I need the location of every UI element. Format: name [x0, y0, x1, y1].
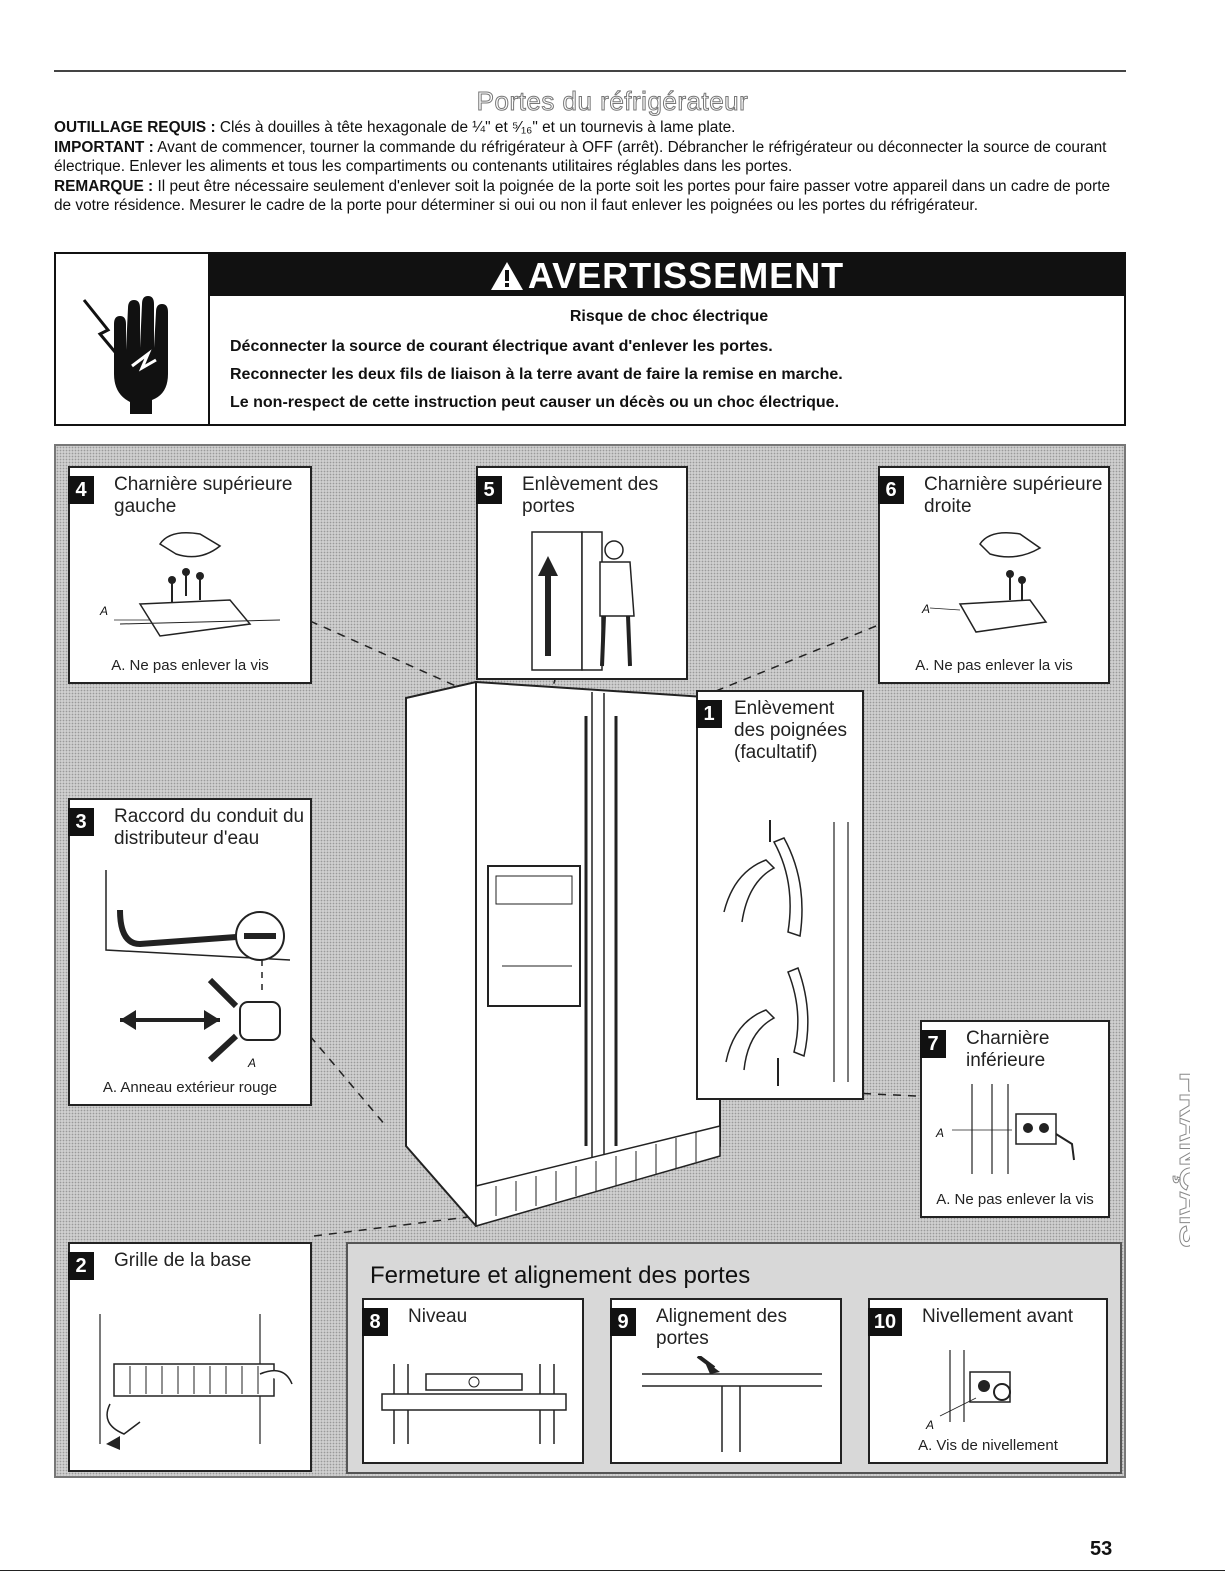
- step-title: Alignement des portes: [656, 1306, 787, 1349]
- step-number: 9: [610, 1308, 636, 1336]
- level-figure: [381, 1364, 567, 1444]
- step-5-panel: 5 Enlèvement des portes: [476, 466, 688, 680]
- step-7-panel: 7 Charnière inférieure A A. Ne pas enlev…: [920, 1020, 1110, 1218]
- bottom-rule: [0, 1570, 1225, 1571]
- step-title: Nivellement avant: [922, 1306, 1074, 1327]
- step-caption: A. Ne pas enlever la vis: [111, 657, 269, 674]
- step-number: 8: [362, 1308, 388, 1336]
- diagram-area: 4 Charnière supérieure gauche A A. Ne pa…: [54, 444, 1126, 1478]
- warning-box: AVERTISSEMENT Risque de choc électrique …: [54, 252, 1126, 426]
- language-tab-text: FRANÇAIS: [1172, 1072, 1190, 1248]
- section-title: Fermeture et alignement des portes: [370, 1262, 751, 1289]
- step-2-panel: 2 Grille de la base: [68, 1242, 312, 1472]
- step-title: Charnière supérieure gauche: [114, 474, 293, 517]
- step-9-panel: 9 Alignement des portes: [610, 1298, 842, 1464]
- warning-line: Le non-respect de cette instruction peut…: [230, 394, 840, 411]
- step-3-panel: 3 Raccord du conduit du distributeur d'e…: [68, 798, 312, 1106]
- step-number: 2: [68, 1252, 94, 1280]
- step-number: 5: [476, 476, 502, 504]
- warning-body: Risque de choc électrique Déconnecter la…: [230, 308, 1108, 422]
- step-number: 10: [868, 1308, 902, 1336]
- step-title: Niveau: [408, 1306, 468, 1327]
- bottom-hinge-figure: [952, 1084, 1075, 1174]
- step-title: Charnière inférieure: [966, 1028, 1050, 1071]
- step-caption: A. Ne pas enlever la vis: [936, 1191, 1094, 1208]
- label-a: A: [248, 1056, 257, 1070]
- label-a: A: [922, 602, 931, 616]
- tools-text: Clés à douilles à tête hexagonale de ¼" …: [219, 119, 736, 136]
- step-caption: A. Ne pas enlever la vis: [915, 657, 1073, 674]
- warning-header: AVERTISSEMENT: [210, 254, 1124, 296]
- important-label: IMPORTANT :: [54, 138, 154, 156]
- warning-icon-cell: [56, 254, 210, 424]
- language-tab-svg: FRANÇAIS: [1172, 1072, 1211, 1249]
- step-number: 6: [878, 476, 904, 504]
- warning-line: Reconnecter les deux fils de liaison à l…: [230, 366, 843, 383]
- warning-line: Déconnecter la source de courant électri…: [230, 338, 773, 355]
- step-number: 7: [920, 1030, 946, 1058]
- step-number: 3: [68, 808, 94, 836]
- base-grille-figure: [99, 1314, 293, 1450]
- step-8-panel: 8 Niveau: [362, 1298, 584, 1464]
- left-top-hinge-figure: [114, 532, 281, 637]
- important-text: Avant de commencer, tourner la commande …: [54, 138, 1107, 176]
- warning-risk: Risque de choc électrique: [569, 308, 769, 325]
- step-title: Charnière supérieure droite: [924, 474, 1103, 517]
- step-number: 4: [68, 476, 94, 504]
- language-side-tab: FRANÇAIS: [1150, 1072, 1211, 1352]
- handle-removal-figure: [723, 820, 849, 1086]
- warning-heading: AVERTISSEMENT: [527, 255, 845, 296]
- tools-label: OUTILLAGE REQUIS :: [54, 119, 216, 136]
- page-number: 53: [1090, 1538, 1113, 1560]
- step-title: Raccord du conduit du distributeur d'eau: [114, 806, 305, 849]
- refrigerator-illustration: [309, 620, 917, 1237]
- page-title: Portes du réfrigérateur: [476, 86, 749, 117]
- electric-shock-hand-icon: [82, 296, 168, 414]
- door-removal-figure: [531, 531, 635, 671]
- step-4-panel: 4 Charnière supérieure gauche A A. Ne pa…: [68, 466, 312, 684]
- front-leveling-figure: [939, 1350, 1011, 1422]
- note-label: REMARQUE :: [54, 177, 154, 195]
- closing-section-panel: Fermeture et alignement des portes 8 Niv…: [346, 1242, 1122, 1474]
- intro-text: OUTILLAGE REQUIS : Clés à douilles à têt…: [54, 118, 1126, 216]
- door-alignment-figure: [642, 1356, 822, 1452]
- label-a: A: [936, 1126, 945, 1140]
- label-a: A: [100, 604, 109, 618]
- note-text: Il peut être nécessaire seulement d'enle…: [54, 177, 1111, 215]
- step-caption: A. Anneau extérieur rouge: [102, 1079, 278, 1096]
- step-6-panel: 6 Charnière supérieure droite A A. Ne pa…: [878, 466, 1110, 684]
- top-rule: [54, 70, 1126, 72]
- right-top-hinge-figure: [929, 532, 1048, 633]
- step-number: 1: [696, 700, 722, 728]
- warning-triangle-icon: [490, 262, 523, 290]
- step-title: Grille de la base: [114, 1250, 252, 1271]
- label-a: A: [926, 1418, 935, 1432]
- step-caption: A. Vis de nivellement: [918, 1437, 1058, 1454]
- step-title: Enlèvement des poignées (facultatif): [734, 698, 848, 763]
- step-title: Enlèvement des portes: [522, 474, 659, 517]
- water-line-connection-figure: [105, 870, 291, 1063]
- step-1-panel: 1 Enlèvement des poignées (facultatif): [696, 690, 864, 1100]
- step-10-panel: 10 Nivellement avant A A. Vis de nivelle…: [868, 1298, 1108, 1464]
